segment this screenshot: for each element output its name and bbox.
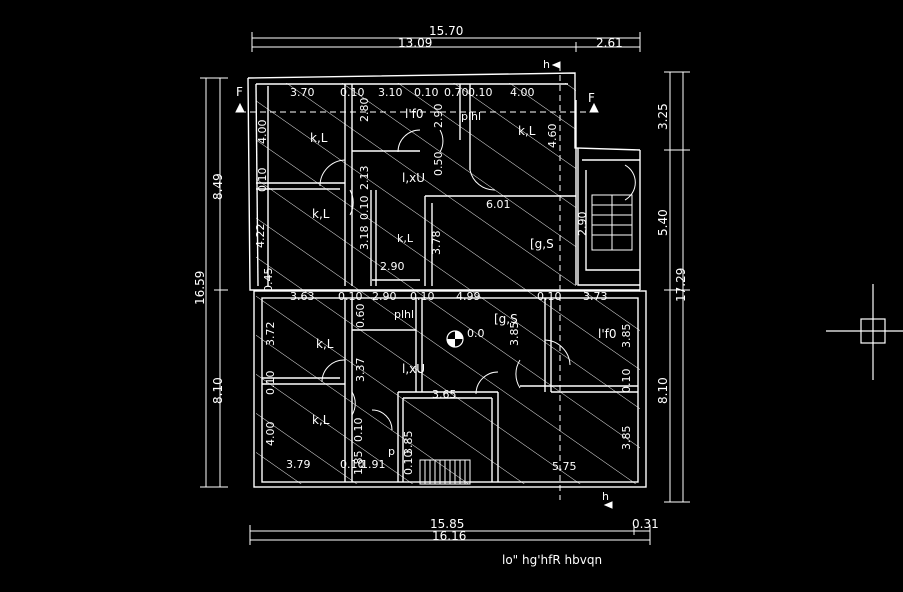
room-label: k,L — [397, 232, 414, 245]
room-label: [g,S — [494, 312, 518, 326]
dim-right-top: 3.25 — [656, 103, 670, 130]
door-swings — [319, 129, 636, 431]
room-dim: 0.50 — [432, 152, 445, 177]
section-h-bottom: h — [602, 490, 609, 503]
room-dim: 2.80 — [358, 98, 371, 123]
dimension-lines — [200, 32, 690, 545]
dim-top-left: 13.09 — [398, 36, 432, 50]
room-dim: 0.60 — [354, 304, 367, 329]
room-dim: 0.10 — [256, 168, 269, 193]
room-dim: 0.70 — [444, 86, 469, 99]
dim-bottom-inner: 15.85 — [430, 517, 464, 531]
room-dim: 1.85 — [352, 451, 365, 476]
room-label: plhl — [394, 308, 414, 321]
room-label: k,L — [310, 131, 328, 145]
room-label: l,xU — [402, 362, 425, 376]
room-dim: 4.60 — [546, 124, 559, 149]
dim-right-total: 17.29 — [674, 268, 688, 302]
room-dim: 3.37 — [354, 358, 367, 383]
dim-left-total: 16.59 — [193, 271, 207, 305]
room-dim: 0.10 — [620, 369, 633, 394]
room-dim: 2.90 — [380, 260, 405, 273]
room-dim: 0.10 — [402, 451, 415, 476]
room-dim: 3.85 — [620, 324, 633, 349]
room-dim: 2.13 — [358, 166, 371, 191]
room-dim: 4.00 — [264, 422, 277, 447]
room-dim: 4.00 — [510, 86, 535, 99]
room-dim: 3.85 — [620, 426, 633, 451]
room-label: l'f0 — [598, 327, 617, 341]
dim-top-right: 2.61 — [596, 36, 623, 50]
room-dim: 3.73 — [583, 290, 608, 303]
section-markers — [235, 61, 613, 509]
room-label: k,L — [312, 413, 330, 427]
room-label: plhl — [461, 110, 481, 123]
room-dim: 0.45 — [262, 268, 275, 293]
staircase — [419, 194, 633, 485]
drawing-caption: lo" hg'hfR hbvqn — [502, 553, 602, 567]
room-dim: 0.10 — [468, 86, 493, 99]
dim-left-upper: 8.49 — [211, 173, 225, 200]
room-dim: 3.63 — [290, 290, 315, 303]
room-dim: 0.10 — [410, 290, 435, 303]
crosshair-icon — [826, 284, 903, 380]
walls — [247, 72, 647, 488]
room-dim: 3.79 — [286, 458, 311, 471]
room-dim: 4.99 — [456, 290, 481, 303]
room-label: k,L — [518, 124, 536, 138]
level-marker: 0.0 — [446, 327, 485, 348]
room-dim: 4.22 — [254, 224, 267, 249]
room-dim: 3.18 — [358, 226, 371, 251]
room-dim: 3.70 — [290, 86, 315, 99]
dim-top-overall: 15.70 — [429, 24, 463, 38]
section-f-left: F — [236, 85, 243, 99]
room-dim: 3.65 — [432, 388, 457, 401]
room-dim: 2.90 — [576, 212, 589, 237]
room-dim: 5.75 — [552, 460, 577, 473]
room-dim: 0.10 — [338, 290, 363, 303]
room-dimensions: 3.70 0.10 3.10 0.10 0.70 0.10 4.00 4.00 … — [254, 86, 633, 475]
room-dim: 2.90 — [372, 290, 397, 303]
room-dim: 0.10 — [340, 86, 365, 99]
dim-left-lower: 8.10 — [211, 377, 225, 404]
room-dim: 0.10 — [352, 418, 365, 443]
room-dim: 0.10 — [414, 86, 439, 99]
room-dim: 0.10 — [358, 196, 371, 221]
dim-bottom-extra: 0.31 — [632, 517, 659, 531]
room-dim: 3.78 — [430, 231, 443, 256]
dim-right-middle: 5.40 — [656, 209, 670, 236]
room-label: k,L — [312, 207, 330, 221]
room-label: k,L — [316, 337, 334, 351]
room-label: l'f0 — [405, 107, 424, 121]
room-dim: 3.85 — [402, 431, 415, 456]
level-label: 0.0 — [467, 327, 485, 340]
room-label: [g,S — [530, 237, 554, 251]
room-labels: k,L l'f0 plhl k,L l,xU k,L k,L [g,S plhl… — [310, 107, 617, 458]
section-f-right: F — [588, 91, 595, 105]
room-label: l,xU — [402, 171, 425, 185]
section-h-top: h — [543, 58, 550, 71]
room-dim: 3.10 — [378, 86, 403, 99]
room-dim: 6.01 — [486, 198, 511, 211]
room-dim: 0.10 — [264, 371, 277, 396]
room-dim: 3.72 — [264, 322, 277, 347]
room-label: p — [388, 445, 395, 458]
room-dim: 3.85 — [508, 322, 521, 347]
room-dim: 2.90 — [432, 104, 445, 129]
dim-bottom-overall: 16.16 — [432, 529, 466, 543]
room-dim: 4.00 — [256, 120, 269, 145]
dim-right-lower: 8.10 — [656, 377, 670, 404]
room-dim: 0.10 — [340, 458, 365, 471]
room-dim: 1.91 — [361, 458, 386, 471]
room-dim: 0.10 — [537, 290, 562, 303]
floor-hatch — [256, 83, 640, 484]
